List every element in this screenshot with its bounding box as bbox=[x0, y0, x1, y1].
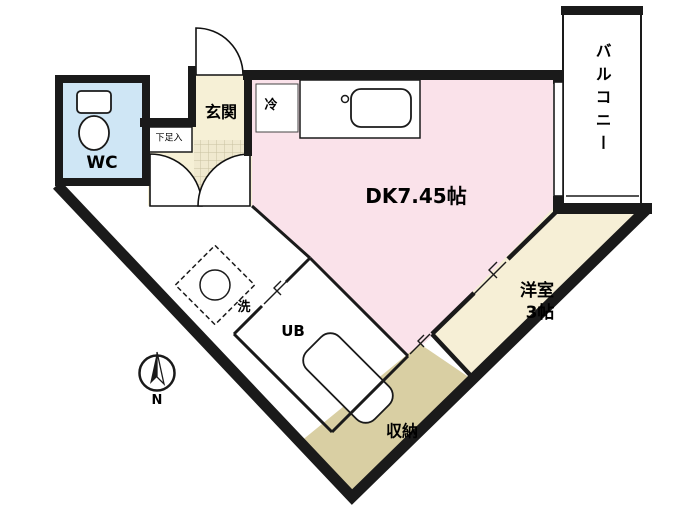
bathtub bbox=[302, 332, 394, 424]
kitchen-faucet bbox=[340, 94, 350, 104]
shoe-cabinet-wall bbox=[140, 118, 196, 127]
fridge-space-outline bbox=[255, 83, 299, 133]
balcony-window bbox=[553, 81, 564, 197]
compass-icon bbox=[138, 351, 176, 392]
shoe-cabinet-label: 下足入 bbox=[155, 133, 183, 144]
balcony-wall-stub-bottom bbox=[553, 196, 563, 205]
wc-walls bbox=[55, 75, 150, 186]
storage-label: 収納 bbox=[385, 421, 419, 441]
western-room-label-line2: 3帖 bbox=[525, 302, 555, 323]
dk-label: DK7.45帖 bbox=[365, 184, 467, 208]
balcony-label: バルコニー bbox=[592, 42, 612, 158]
western-room-label-line1: 洋室 bbox=[520, 280, 554, 301]
unit-bath-label: UB bbox=[281, 322, 305, 340]
hall-door-arc bbox=[197, 153, 251, 207]
western-room-floor bbox=[432, 203, 650, 380]
shoe-cabinet bbox=[145, 126, 193, 153]
compass-north-label: N bbox=[151, 393, 163, 409]
wall-under-balcony bbox=[553, 203, 652, 214]
entrance-label: 玄関 bbox=[204, 102, 238, 122]
toilet-bowl bbox=[78, 115, 110, 151]
entrance-door-arc bbox=[195, 27, 244, 76]
outer-diagonal-walls bbox=[53, 181, 652, 505]
top-wall bbox=[243, 70, 563, 80]
toilet-tank bbox=[76, 90, 112, 114]
washer-drum bbox=[199, 269, 231, 301]
sliding-door-icons bbox=[263, 261, 507, 355]
storage-floor bbox=[300, 344, 473, 492]
western-room-walls bbox=[430, 208, 560, 380]
laundry-label: 洗 bbox=[236, 300, 252, 316]
door-arcs bbox=[149, 27, 251, 207]
kitchen-sink bbox=[350, 88, 412, 128]
balcony-top-wall bbox=[561, 6, 643, 15]
interior-walls bbox=[232, 204, 410, 434]
hall-dk-wall bbox=[244, 70, 252, 156]
fridge-label: 冷 bbox=[264, 98, 278, 114]
balcony-wall-stub-top bbox=[553, 70, 563, 84]
wc-label: WC bbox=[86, 152, 118, 173]
entrance-jamb-wall bbox=[188, 66, 196, 127]
